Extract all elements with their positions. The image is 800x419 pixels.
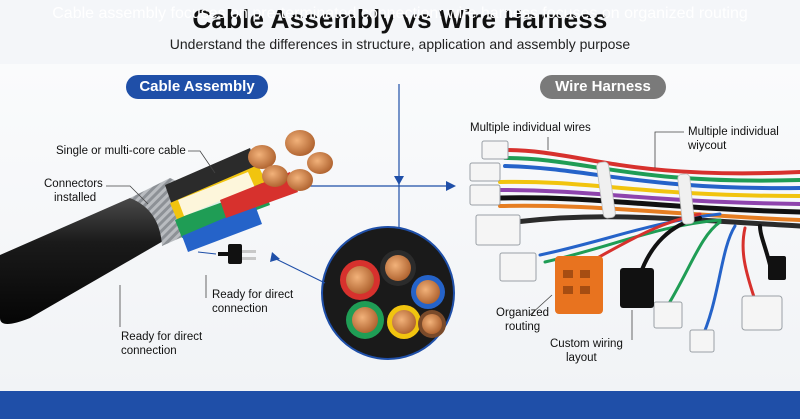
label-organized-line1: Organized: [496, 307, 550, 319]
label-organized-line2: routing: [505, 321, 541, 333]
right-leader-lines: [529, 131, 684, 340]
label-custom-wiring-line2: layout: [566, 352, 597, 364]
cable-ties: [596, 161, 695, 225]
page-subtitle: Understand the differences in structure,…: [169, 36, 631, 52]
label-multiple-individual-wires: Multiple individual wires: [470, 122, 591, 134]
header-band: [0, 0, 800, 64]
connector-pin-icon: [218, 244, 256, 264]
white-connectors: [469, 140, 783, 353]
label-ready-direct-a-line2: connection: [212, 303, 268, 315]
cross-section-zoom-circle: [321, 226, 455, 360]
label-connectors-line1: Connectors: [44, 178, 103, 190]
left-leader-lines: [106, 150, 216, 327]
cable-assembly-illustration: [0, 130, 333, 324]
label-custom-wiring-line1: Custom wiring: [550, 338, 623, 350]
label-ready-direct-b-line2: connection: [121, 345, 177, 357]
black-connectors: [620, 256, 786, 308]
label-single-multicore-cable: Single or multi-core cable: [56, 145, 186, 157]
wire-harness-illustration: [497, 148, 800, 344]
label-ready-direct-a-line1: Ready for direct: [212, 289, 294, 301]
wire-harness-heading: Wire Harness: [540, 75, 666, 99]
label-wiycout-line2: wiycout: [688, 140, 727, 152]
cable-assembly-heading: Cable Assembly: [126, 75, 268, 99]
page-title: Cable Assembly vs Wire Harness: [192, 4, 608, 34]
label-wiycout-line1: Multiple individual: [688, 126, 779, 138]
footer-summary: Cable assembly focuses on pre-terminated…: [52, 5, 748, 22]
footer-band: [0, 391, 800, 419]
label-ready-direct-b-line1: Ready for direct: [121, 331, 203, 343]
orange-connector: [555, 256, 603, 314]
label-connectors-line2: installed: [54, 192, 97, 204]
